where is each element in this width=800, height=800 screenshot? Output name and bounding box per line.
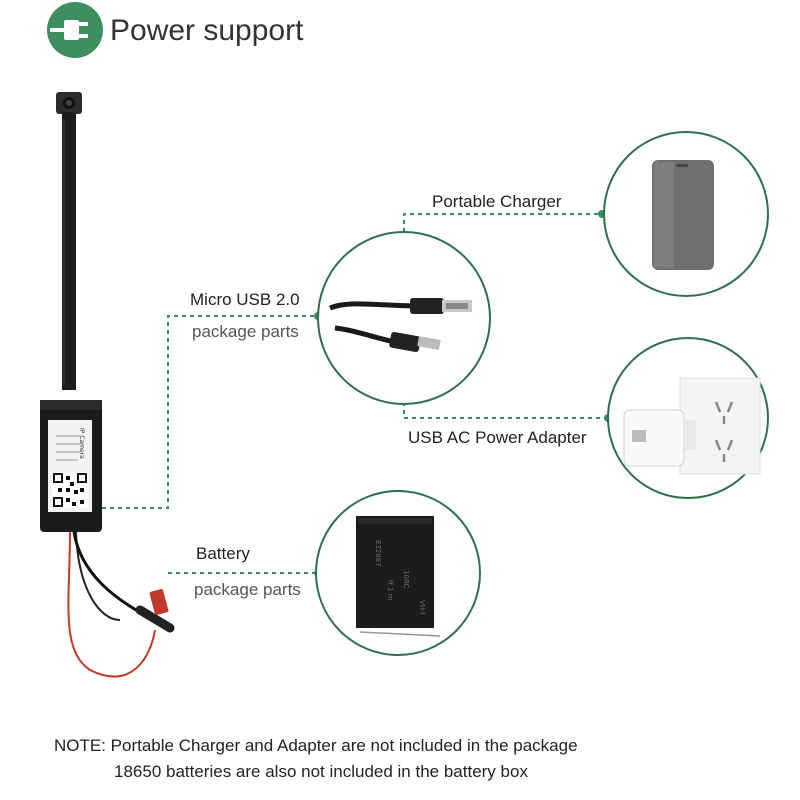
label-battery-sub: package parts [194, 580, 301, 599]
page-title: Power support [110, 14, 304, 47]
usb-ac-adapter-circle [607, 337, 769, 499]
label-battery: Battery [196, 544, 250, 563]
battery-print-2: ff 1 m [386, 580, 394, 601]
plug-icon [47, 2, 103, 58]
note-line-2: 18650 batteries are also not included in… [114, 762, 528, 781]
camera-module [56, 92, 82, 390]
control-box [40, 400, 102, 532]
label-portable-charger: Portable Charger [432, 192, 562, 211]
portable-charger-circle [603, 131, 769, 297]
battery-print-1: E32867 [374, 540, 382, 567]
module-brand-label: IP Camera [78, 428, 85, 459]
label-micro-usb: Micro USB 2.0 [190, 290, 300, 309]
battery-circle: E32867 ff 1 m 10RC VH-I [315, 490, 481, 656]
note-line-1: NOTE: Portable Charger and Adapter are n… [54, 736, 578, 755]
usb-cable-circle [317, 231, 491, 405]
battery-wires [67, 531, 175, 678]
label-usb-ac-adapter: USB AC Power Adapter [408, 428, 587, 447]
battery-print-4: VH-I [418, 600, 426, 615]
qr-code [52, 472, 88, 508]
label-micro-usb-sub: package parts [192, 322, 299, 341]
battery-print-3: 10RC [402, 570, 410, 588]
